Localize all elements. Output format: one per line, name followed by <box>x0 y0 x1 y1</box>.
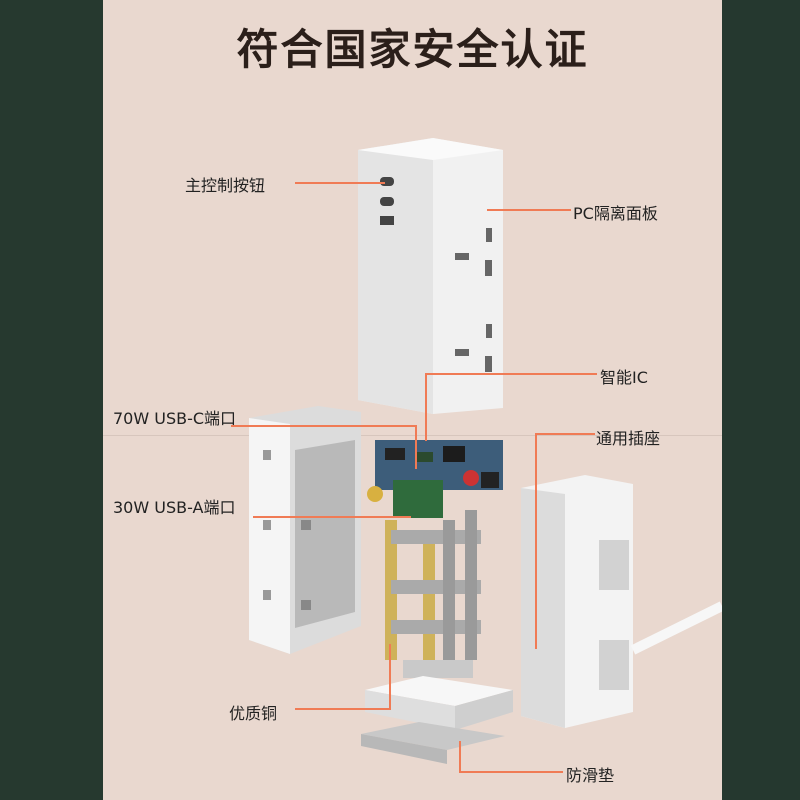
leader-usb-a <box>253 516 411 518</box>
leader-usb-c <box>231 425 417 427</box>
right-border <box>722 0 800 800</box>
label-smart-ic: 智能IC <box>600 368 648 387</box>
leader-smart-ic <box>425 373 597 375</box>
usb-a-port <box>380 216 394 225</box>
product-panel: 符合国家安全认证 主控制按钮 PC隔离面板 智能IC 70W USB-C端口 通… <box>103 0 722 800</box>
socket-bottom <box>455 324 492 372</box>
leader-copper <box>295 708 391 710</box>
leader-usb-c-drop <box>415 425 417 469</box>
label-usb-a: 30W USB-A端口 <box>113 498 236 517</box>
leader-universal-socket <box>535 433 595 435</box>
left-shell <box>249 406 361 654</box>
right-shell <box>521 475 722 728</box>
label-usb-c: 70W USB-C端口 <box>113 409 237 428</box>
leader-pc-panel <box>487 209 571 211</box>
label-copper: 优质铜 <box>229 704 278 723</box>
product-illustration <box>249 138 722 764</box>
internal-assembly <box>367 440 503 678</box>
anti-slip-pad <box>361 722 505 764</box>
left-border <box>0 0 103 800</box>
leader-copper-up <box>389 644 391 710</box>
power-strip-tower <box>358 138 503 414</box>
label-main-button: 主控制按钮 <box>185 176 266 195</box>
socket-top <box>455 228 492 276</box>
label-pc-panel: PC隔离面板 <box>573 204 658 223</box>
leader-universal-socket-drop <box>535 433 537 649</box>
leader-main-button <box>295 182 385 184</box>
label-anti-slip: 防滑垫 <box>566 766 615 785</box>
leader-anti-slip-up <box>459 741 461 773</box>
page-title: 符合国家安全认证 <box>236 25 589 74</box>
label-universal-socket: 通用插座 <box>596 429 661 448</box>
usb-c-port-2 <box>380 197 394 206</box>
leader-smart-ic-drop <box>425 373 427 441</box>
bottom-cap <box>365 676 513 730</box>
leader-anti-slip <box>459 771 563 773</box>
seam-line <box>103 435 722 436</box>
